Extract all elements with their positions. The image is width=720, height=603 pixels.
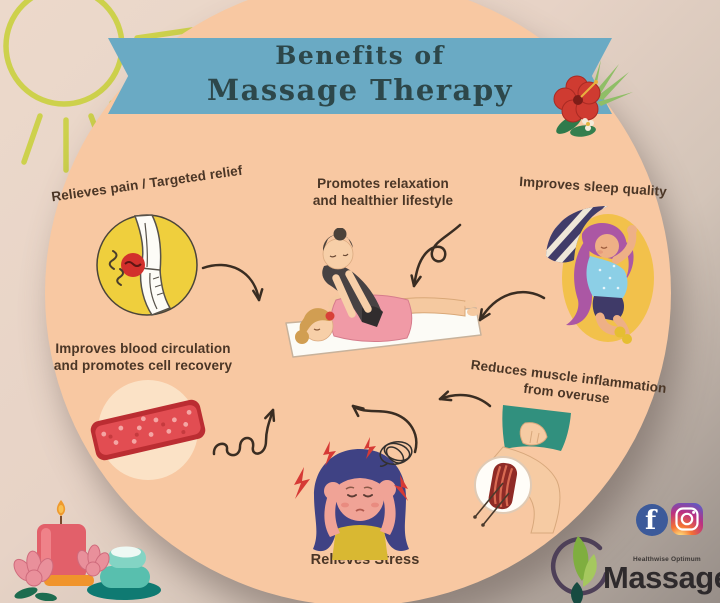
stress-bolts [294, 437, 408, 501]
stressed-woman-illustration [294, 437, 413, 560]
company-logo-icon [550, 536, 609, 603]
title-banner: Benefits of Massage Therapy [108, 38, 612, 114]
instagram-camera-glyph [675, 507, 699, 531]
blood-vessel-illustration [90, 380, 206, 480]
pain-squiggles [108, 250, 124, 286]
facebook-icon[interactable]: f [636, 504, 668, 536]
needle-lines [474, 482, 510, 526]
arrow-pain-to-center [201, 263, 264, 302]
spa-candle-stones-illustration [13, 500, 161, 601]
scribble-thought [379, 440, 413, 467]
massage-scene-illustration [285, 228, 482, 358]
brand-name-large: Massage [603, 560, 720, 595]
arrow-stress-up [351, 404, 418, 454]
title-line-2: Massage Therapy [207, 73, 513, 107]
arrow-circulation-coil [212, 408, 276, 457]
arrow-sleep-to-center [478, 290, 546, 322]
hair-flower [325, 311, 335, 321]
title-line-1: Benefits of [275, 41, 445, 70]
sleeping-person-illustration [546, 206, 654, 344]
pink-flowers [13, 544, 110, 587]
facebook-f-glyph: f [645, 506, 657, 536]
benefit-label-circulation: Improves blood circulation and promotes … [53, 341, 233, 373]
brand-name-small: Healthwise Optimum [633, 556, 701, 563]
benefit-label-relaxation: Promotes relaxation and healthier lifest… [312, 176, 454, 208]
arrow-relax-curly [410, 223, 462, 288]
hibiscus-icon [553, 60, 633, 137]
muscle-inflammation-illustration [473, 405, 571, 534]
arrow-inflammation-to-center [438, 390, 492, 408]
instagram-icon[interactable] [671, 503, 703, 535]
knee-joint-illustration [96, 214, 198, 316]
